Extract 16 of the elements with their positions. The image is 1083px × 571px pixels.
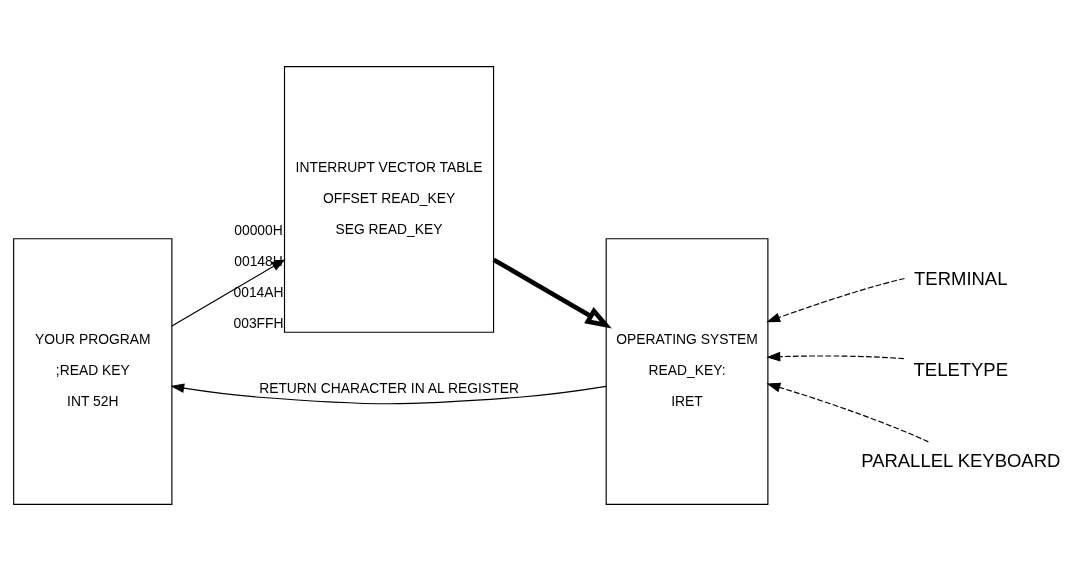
node-box: YOUR PROGRAM ;READ KEY INT 52H bbox=[13, 238, 173, 505]
arrow bbox=[492, 257, 612, 329]
node-label: 00000H bbox=[234, 221, 283, 238]
node-text: TELETYPE bbox=[913, 358, 1008, 380]
node-text: PARALLEL KEYBOARD bbox=[861, 450, 1061, 472]
arrow bbox=[170, 383, 607, 405]
arrow bbox=[766, 382, 929, 443]
arrow bbox=[171, 259, 286, 327]
node-box: OPERATING SYSTEM READ_KEY: IRET bbox=[605, 238, 769, 505]
node-label: 003FFH bbox=[233, 315, 284, 332]
node-label: 0014AH bbox=[233, 284, 284, 301]
edge-label: RETURN CHARACTER IN AL REGISTER bbox=[259, 380, 519, 397]
arrow bbox=[766, 351, 905, 362]
node-box: INTERRUPT VECTOR TABLE OFFSET READ_KEY SEG READ_KEY bbox=[283, 66, 495, 333]
node-text: TERMINAL bbox=[914, 267, 1008, 289]
arrow bbox=[766, 277, 906, 323]
